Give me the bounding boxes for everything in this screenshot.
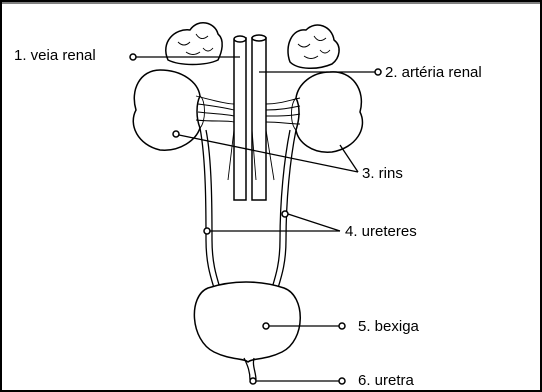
label-kidneys: 3. rins <box>362 165 403 182</box>
bladder <box>194 282 300 362</box>
left-adrenal-gland <box>166 23 222 65</box>
ureters <box>200 128 296 288</box>
label-ureters: 4. ureteres <box>345 223 417 240</box>
great-vessels <box>234 35 266 200</box>
label-renal-vein: 1. veia renal <box>14 47 96 64</box>
label-renal-artery: 2. artéria renal <box>385 64 482 81</box>
label-bladder: 5. bexiga <box>358 318 420 335</box>
right-kidney <box>292 72 363 152</box>
right-adrenal-gland <box>288 25 339 68</box>
label-urethra: 6. uretra <box>358 372 415 389</box>
